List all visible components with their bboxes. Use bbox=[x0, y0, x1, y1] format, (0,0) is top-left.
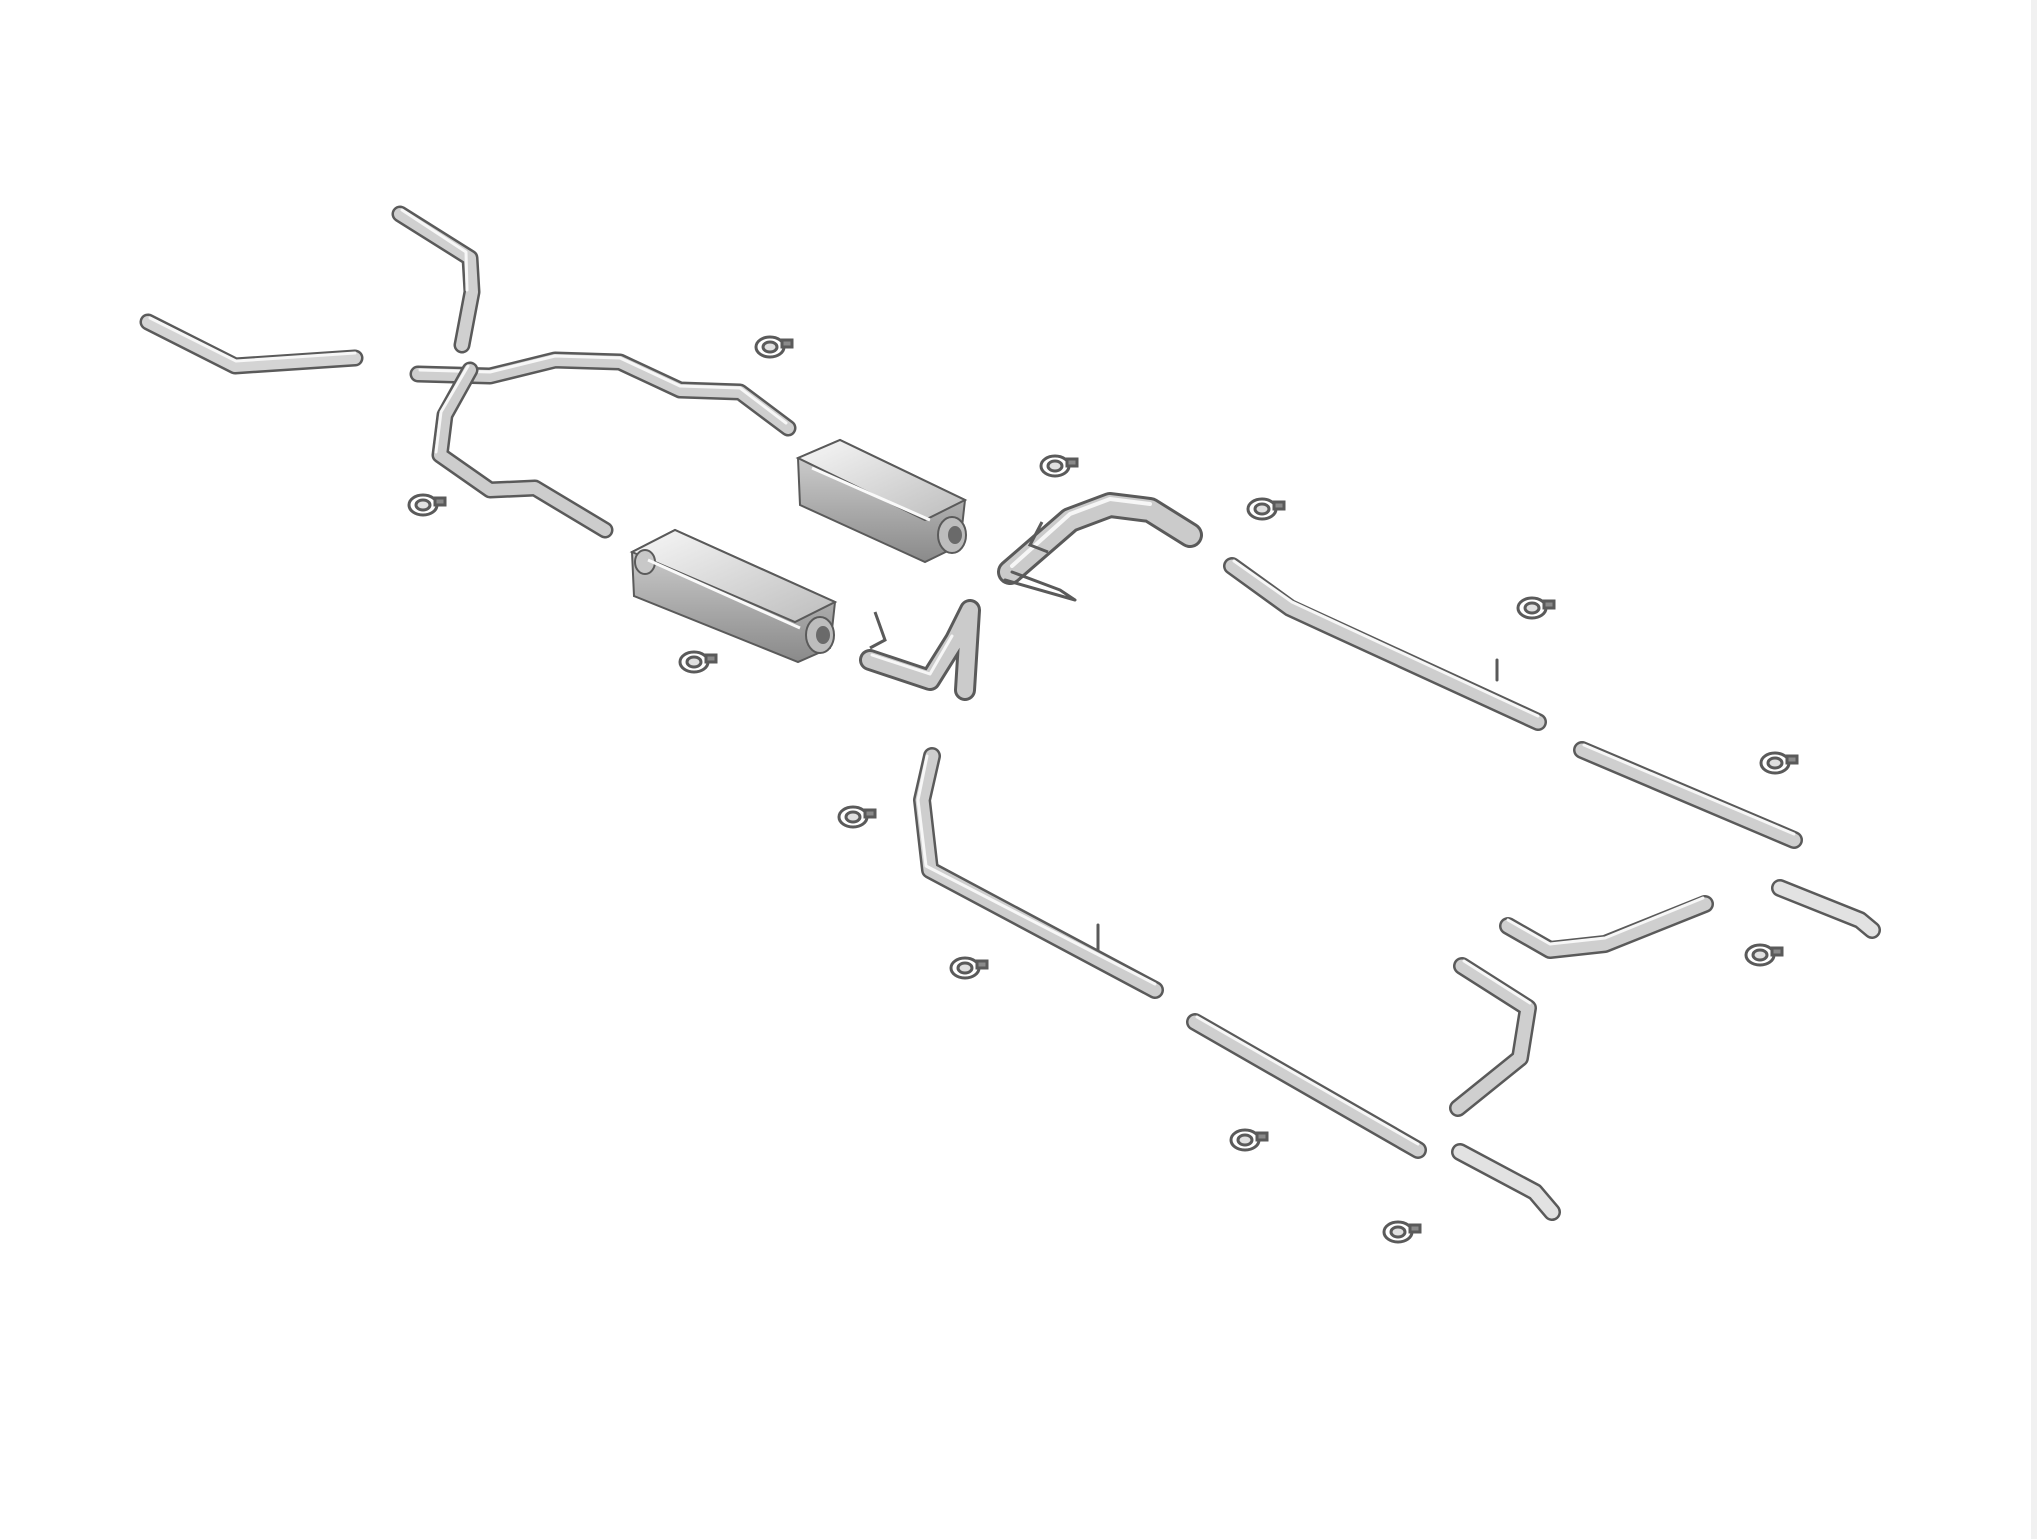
clamp bbox=[678, 650, 718, 674]
clamp bbox=[1516, 596, 1556, 620]
clamp bbox=[1744, 943, 1784, 967]
lower-outlet-pipe bbox=[859, 599, 981, 701]
clamps bbox=[407, 335, 1799, 1244]
left-exhaust-tip bbox=[1451, 1143, 1561, 1221]
lower-muffler bbox=[629, 528, 838, 664]
x-pipe-upper-leg bbox=[409, 351, 797, 437]
front-left-pipe bbox=[139, 313, 364, 375]
rear-vertical-pipe bbox=[1449, 957, 1537, 1117]
clamp bbox=[407, 493, 447, 517]
hanger-bracket bbox=[1027, 521, 1049, 554]
upper-muffler bbox=[795, 438, 968, 564]
right-tailpipe bbox=[1573, 741, 1803, 849]
hanger-brackets bbox=[869, 521, 1049, 650]
pipes bbox=[139, 205, 1881, 1221]
hanger-bracket bbox=[869, 611, 887, 650]
clamp bbox=[1759, 751, 1799, 775]
clamp bbox=[1039, 454, 1079, 478]
x-pipe-lower-leg bbox=[431, 361, 614, 539]
upper-downpipe bbox=[391, 205, 481, 354]
left-tailpipe bbox=[1186, 1013, 1427, 1159]
clamp bbox=[754, 335, 794, 359]
clamp bbox=[949, 956, 989, 980]
clamp bbox=[1229, 1128, 1269, 1152]
left-intermediate-pipe bbox=[913, 747, 1164, 999]
right-exhaust-tip bbox=[1771, 879, 1881, 939]
rear-crossover-pipe bbox=[1499, 895, 1714, 959]
upper-outlet-pipe bbox=[997, 492, 1203, 602]
clamp bbox=[1246, 497, 1286, 521]
clamp bbox=[837, 805, 877, 829]
right-intermediate-pipe bbox=[1223, 557, 1547, 731]
clamp bbox=[1382, 1220, 1422, 1244]
page-edge bbox=[2031, 0, 2037, 1539]
